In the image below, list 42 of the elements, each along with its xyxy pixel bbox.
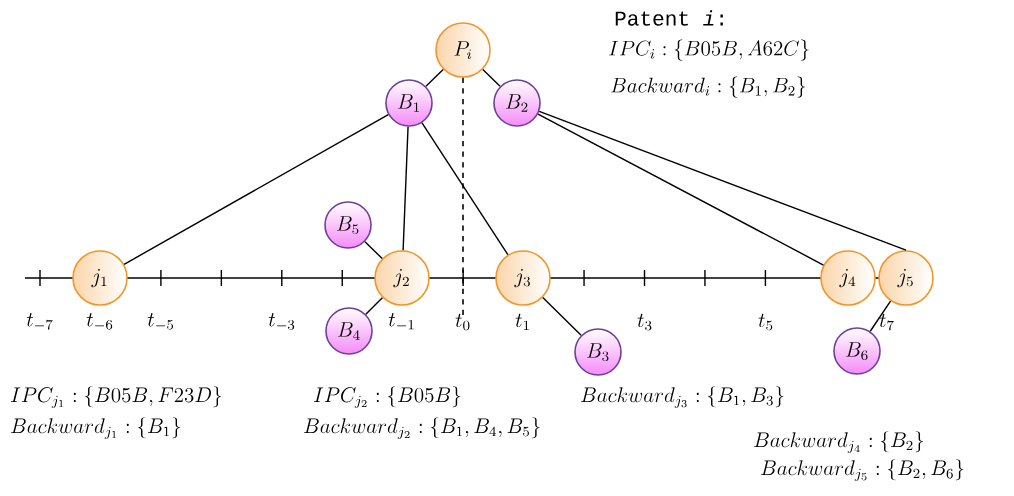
patent-node: $j_5$ [878, 250, 934, 306]
connector [364, 240, 383, 260]
tick-label: $t_{-1}$ [388, 313, 414, 330]
patent-node: $j_3$ [495, 250, 551, 306]
patent-node: $j_4$ [820, 250, 876, 306]
attribute-label: $Backward_{j_3} : \{B_1, B_3\}$ [581, 386, 784, 408]
attribute-label: $Backward_{j_4} : \{B_2\}$ [754, 431, 924, 453]
tick-label: $t_{-5}$ [147, 313, 174, 330]
attribute-label: $Backward_{j_2} : \{B_1, B_4, B_5\}$ [304, 417, 540, 439]
patent-node: $P_i$ [435, 22, 491, 78]
connector [869, 300, 892, 332]
tick-label: $t_5$ [758, 313, 773, 331]
citation-node: $B_1$ [385, 79, 433, 127]
citation-node: $B_5$ [324, 201, 372, 249]
attribute-label: $IPC_{j_2} : \{B05B\}$ [313, 386, 461, 408]
connector [402, 126, 409, 251]
connector [123, 114, 389, 265]
heading-label: Patent i: [615, 10, 723, 26]
attribute-label: $Backward_{j_5} : \{B_2, B_6\}$ [761, 459, 964, 481]
citation-node: $B_4$ [325, 307, 373, 355]
attribute-label: $Backward_{j_1} : \{B_1\}$ [11, 417, 181, 439]
patent-node: $j_2$ [374, 250, 430, 306]
connector [425, 68, 444, 88]
connector [537, 113, 825, 266]
tick-label: $t_7$ [879, 313, 894, 331]
citation-node: $B_3$ [574, 328, 622, 376]
connector [365, 296, 384, 315]
connector [538, 110, 907, 251]
citation-node: $B_2$ [493, 79, 541, 127]
attribute-label: $IPC_{j_1} : \{B05B, F23D\}$ [10, 386, 222, 408]
tick-label: $t_1$ [515, 313, 529, 331]
attribute-label: $Backward_i : \{B_1, B_2\}$ [611, 76, 806, 98]
connector [542, 296, 582, 336]
connector [421, 122, 509, 256]
citation-node: $B_6$ [833, 327, 881, 375]
connector [482, 68, 501, 88]
tick-label: $t_3$ [637, 313, 652, 331]
attribute-label: $IPC_i : \{B05B, A62C\}$ [608, 39, 809, 61]
tick-label: $t_{-7}$ [26, 313, 53, 330]
patent-node: $j_1$ [72, 250, 128, 306]
tick-label: $t_0$ [455, 313, 470, 331]
tick-label: $t_{-3}$ [268, 313, 295, 330]
